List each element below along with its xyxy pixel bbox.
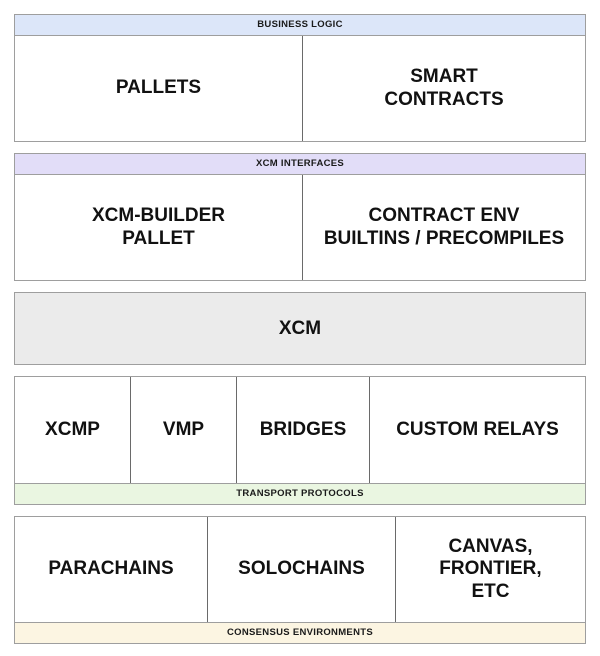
layer-label-consensus-environments: CONSENSUS ENVIRONMENTS [15,622,585,643]
layer-label-transport-protocols: TRANSPORT PROTOCOLS [15,483,585,504]
layer-consensus-environments: PARACHAINS SOLOCHAINS CANVAS, FRONTIER, … [14,516,586,644]
box-label-pallets: PALLETS [115,77,202,99]
box-label-canvas-frontier-etc-line3: ETC [471,580,510,602]
architecture-diagram: BUSINESS LOGIC PALLETS SMART CONTRACTS X… [14,14,586,644]
layer-transport-protocols: XCMP VMP BRIDGES CUSTOM RELAYS TRANSPORT… [14,376,586,505]
box-label-xcm-builder-pallet: XCM-BUILDER PALLET [92,205,225,249]
layer-cells-consensus-environments: PARACHAINS SOLOCHAINS CANVAS, FRONTIER, … [15,517,585,622]
box-label-bridges: BRIDGES [259,418,347,440]
box-label-parachains: PARACHAINS [48,558,174,580]
box-label-solochains: SOLOCHAINS [238,558,365,580]
box-xcmp: XCMP [15,377,130,483]
box-label-canvas-frontier-etc: CANVAS, FRONTIER, ETC [439,536,541,602]
box-label-xcm: XCM [278,317,322,339]
layer-cells-transport-protocols: XCMP VMP BRIDGES CUSTOM RELAYS [15,377,585,483]
box-label-vmp: VMP [162,418,205,440]
box-label-xcm-builder-pallet-line1: XCM-BUILDER [92,205,225,227]
box-label-contract-env-builtins-line2: BUILTINS / PRECOMPILES [323,227,565,249]
box-label-smart-contracts: SMART CONTRACTS [384,66,503,110]
box-contract-env-builtins: CONTRACT ENV BUILTINS / PRECOMPILES [302,175,585,280]
layer-cells-xcm-interfaces: XCM-BUILDER PALLET CONTRACT ENV BUILTINS… [15,175,585,280]
box-vmp: VMP [130,377,236,483]
box-parachains: PARACHAINS [15,517,207,622]
layer-business-logic: BUSINESS LOGIC PALLETS SMART CONTRACTS [14,14,586,142]
box-label-canvas-frontier-etc-line2: FRONTIER, [439,558,542,580]
box-solochains: SOLOCHAINS [207,517,395,622]
box-label-xcm-builder-pallet-line2: PALLET [122,227,195,249]
box-canvas-frontier-etc: CANVAS, FRONTIER, ETC [395,517,585,622]
box-label-contract-env-builtins-line1: CONTRACT ENV [368,205,520,227]
layer-label-xcm-interfaces: XCM INTERFACES [15,154,585,175]
box-label-xcmp: XCMP [45,418,100,440]
box-bridges: BRIDGES [236,377,369,483]
box-label-custom-relays: CUSTOM RELAYS [396,418,559,440]
box-smart-contracts: SMART CONTRACTS [302,36,585,141]
layer-cells-business-logic: PALLETS SMART CONTRACTS [15,36,585,141]
box-label-smart-contracts-line2: CONTRACTS [384,88,504,110]
box-label-contract-env-builtins: CONTRACT ENV BUILTINS / PRECOMPILES [324,205,564,249]
box-xcm-builder-pallet: XCM-BUILDER PALLET [15,175,302,280]
layer-xcm: XCM [14,292,586,365]
layer-xcm-interfaces: XCM INTERFACES XCM-BUILDER PALLET CONTRA… [14,153,586,281]
layer-label-business-logic: BUSINESS LOGIC [15,15,585,36]
box-custom-relays: CUSTOM RELAYS [369,377,585,483]
box-label-smart-contracts-line1: SMART [410,66,478,88]
box-pallets: PALLETS [15,36,302,141]
box-label-canvas-frontier-etc-line1: CANVAS, [448,536,533,558]
